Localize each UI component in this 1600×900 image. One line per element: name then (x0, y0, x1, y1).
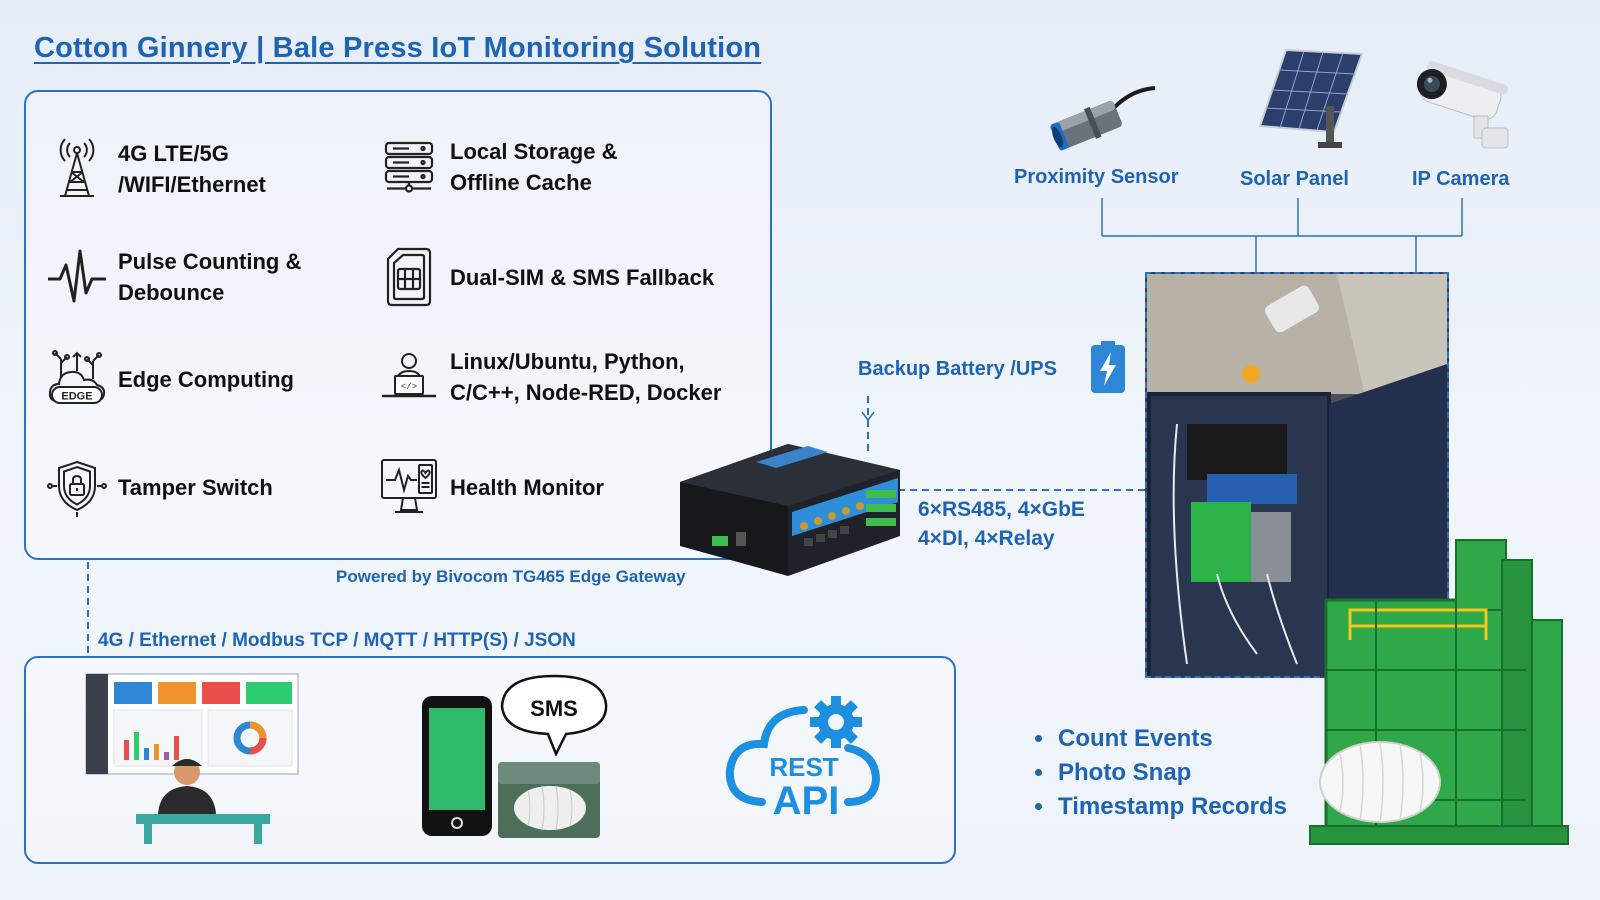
feature-label: Tamper Switch (118, 474, 273, 500)
solar-panel-image (1258, 48, 1364, 148)
feature-label: Linux/Ubuntu, Python, C/C++, Node-RED, D… (450, 349, 722, 405)
feature-pulse: Pulse Counting & Debounce (46, 244, 301, 310)
rest-text: REST (769, 752, 838, 782)
feature-connectivity: 4G LTE/5G /WIFI/Ethernet (46, 136, 266, 202)
battery-label: Backup Battery /UPS (858, 358, 1057, 380)
shield-lock-icon (46, 454, 108, 520)
device-label-proximity-sensor: Proximity Sensor (1014, 166, 1179, 188)
list-item: Photo Snap (1056, 756, 1287, 790)
battery-icon (1091, 341, 1125, 393)
list-item: Count Events (1056, 722, 1287, 756)
feature-label: 4G LTE/5G /WIFI/Ethernet (118, 141, 266, 197)
phone-image (422, 696, 492, 836)
svg-text:</>: </> (401, 382, 417, 392)
dashboard-operator-image (85, 673, 299, 844)
developer-icon: </> (378, 344, 440, 410)
feature-dual-sim: Dual-SIM & SMS Fallback (378, 244, 714, 310)
edge-icon-text: EDGE (61, 391, 92, 403)
device-label-ip-camera: IP Camera (1412, 168, 1510, 190)
feature-software: </> Linux/Ubuntu, Python, C/C++, Node-RE… (378, 344, 721, 410)
device-label-solar-panel: Solar Panel (1240, 168, 1349, 190)
api-text: API (773, 779, 840, 823)
antenna-tower-icon (46, 136, 108, 202)
protocols-label: 4G / Ethernet / Modbus TCP / MQTT / HTTP… (98, 630, 576, 651)
feature-tamper: Tamper Switch (46, 454, 273, 520)
feature-label: Edge Computing (118, 366, 294, 392)
feature-label: Pulse Counting & Debounce (118, 249, 302, 305)
server-storage-icon (378, 134, 440, 200)
feature-label: Dual-SIM & SMS Fallback (450, 264, 715, 290)
sms-bubble-icon: SMS (500, 674, 608, 756)
sim-card-icon (378, 244, 440, 310)
feature-edge: EDGE Edge Computing (46, 346, 294, 412)
gateway-caption: Powered by Bivocom TG465 Edge Gateway (336, 567, 686, 586)
pulse-wave-icon (46, 244, 108, 310)
health-monitor-icon (378, 454, 440, 520)
edge-cloud-icon: EDGE (46, 346, 108, 412)
feature-storage: Local Storage & Offline Cache (378, 134, 617, 200)
feature-label: Health Monitor (450, 474, 604, 500)
feature-health: Health Monitor (378, 454, 604, 520)
rest-api-cloud-icon: REST API (725, 696, 881, 823)
feature-label: Local Storage & Offline Cache (450, 139, 618, 195)
sms-text: SMS (530, 696, 578, 721)
cotton-bale-photo (498, 762, 600, 838)
ip-camera-image (1416, 61, 1509, 149)
bale-press-image (1309, 539, 1569, 845)
page-title: Cotton Ginnery | Bale Press IoT Monitori… (34, 32, 762, 64)
event-list: Count Events Photo Snap Timestamp Record… (1032, 722, 1287, 824)
port-specs: 6×RS485, 4×GbE 4×DI, 4×Relay (918, 498, 1085, 550)
list-item: Timestamp Records (1056, 790, 1287, 824)
gateway-device (680, 444, 900, 576)
proximity-sensor-image (1050, 86, 1156, 151)
